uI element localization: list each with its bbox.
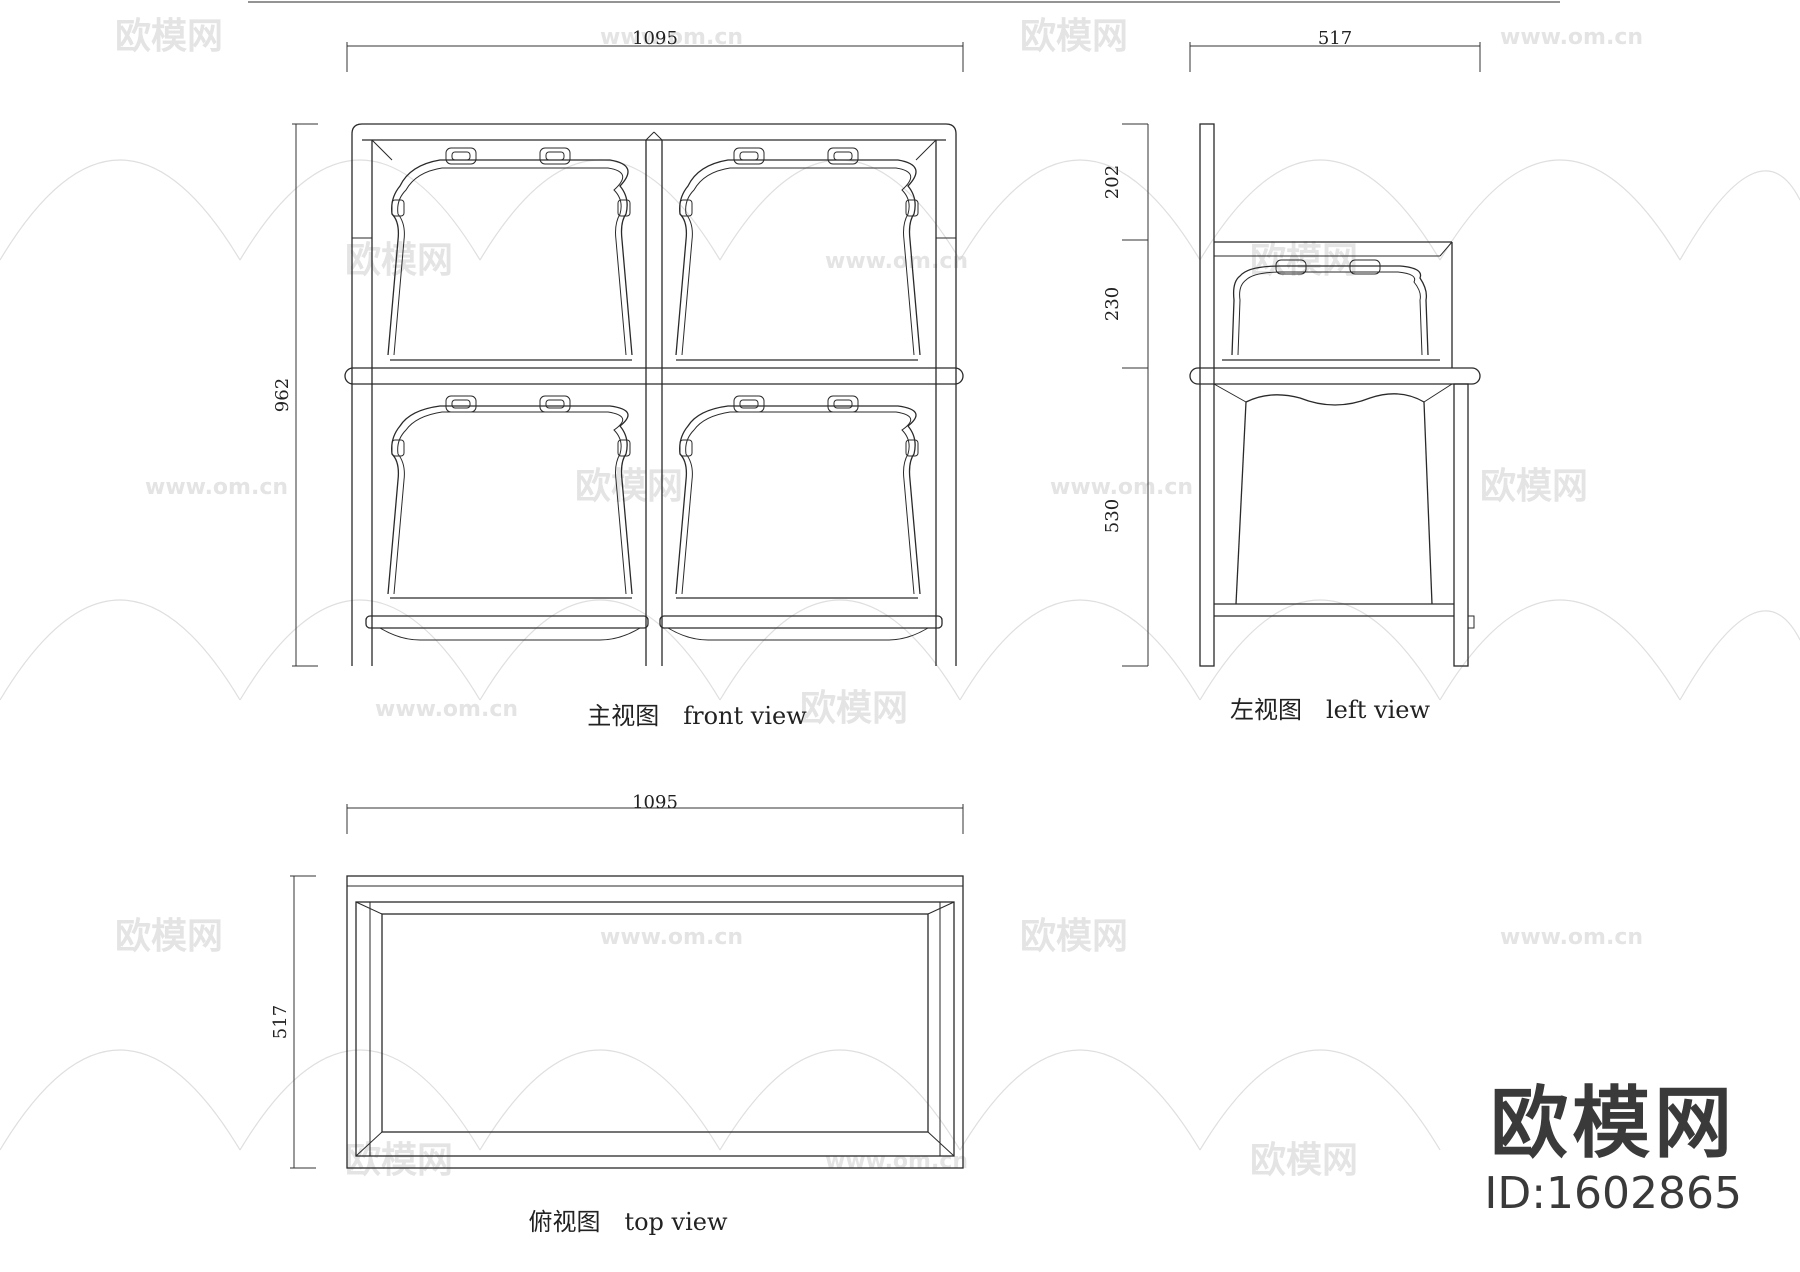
- side-segment-middle-label: 230: [1102, 287, 1123, 321]
- front-outer-frame: [351, 123, 957, 666]
- top-width-dimension: 1095: [346, 792, 964, 834]
- top-depth-label: 517: [270, 1005, 291, 1039]
- front-lower-shelf-left: [365, 615, 649, 629]
- brand-name: 欧模网: [1490, 1079, 1737, 1169]
- front-lower-shelf-right: [659, 615, 943, 629]
- left-view: 517 202 230 530: [1102, 28, 1481, 724]
- watermark-url: www.om.cn: [825, 1149, 968, 1174]
- watermark-brand: 欧模网: [345, 1140, 453, 1181]
- front-width-label: 1095: [632, 28, 678, 49]
- side-apron: [1245, 393, 1425, 406]
- watermark-brand: 欧模网: [1480, 466, 1588, 507]
- front-view: 1095 962: [272, 28, 964, 730]
- top-view: 1095 517 俯视图 top view: [270, 792, 964, 1236]
- side-segment-bottom-label: 530: [1102, 499, 1123, 533]
- front-height-dimension: 962: [272, 123, 318, 667]
- side-back-post: [1199, 123, 1215, 667]
- front-view-label: 主视图 front view: [587, 702, 807, 730]
- watermark-url: www.om.cn: [1500, 925, 1643, 950]
- front-lower-ruyi-motifs: [391, 395, 919, 457]
- side-depth-dimension: 517: [1189, 28, 1481, 72]
- watermark-brand: 欧模网: [800, 688, 908, 729]
- watermark-url: www.om.cn: [1050, 475, 1193, 500]
- side-height-dimension: 202 230 530: [1102, 123, 1149, 667]
- side-segment-top-label: 202: [1102, 165, 1123, 199]
- watermark-url: www.om.cn: [825, 249, 968, 274]
- top-view-label: 俯视图 top view: [528, 1208, 728, 1236]
- side-upper-arch: [1231, 265, 1429, 356]
- top-width-label: 1095: [632, 792, 678, 813]
- watermark-brand: 欧模网: [115, 16, 223, 57]
- top-outer-frame: [346, 875, 964, 1169]
- model-id: ID:1602865: [1484, 1168, 1742, 1219]
- front-width-dimension: 1095: [346, 28, 964, 72]
- watermark-url: www.om.cn: [145, 475, 288, 500]
- top-inner-frame: [355, 901, 955, 1157]
- watermark-url: www.om.cn: [1500, 25, 1643, 50]
- watermark-brand: 欧模网: [1020, 916, 1128, 957]
- watermark-brand: 欧模网: [575, 466, 683, 507]
- top-depth-dimension: 517: [270, 875, 316, 1169]
- watermark-brand: 欧模网: [1020, 16, 1128, 57]
- watermark-url: www.om.cn: [375, 697, 518, 722]
- watermark-brand: 欧模网: [345, 240, 453, 281]
- front-upper-ruyi-motifs: [391, 147, 919, 217]
- watermark-badge: 欧模网 ID:1602865: [1484, 1085, 1742, 1220]
- front-height-label: 962: [272, 378, 293, 412]
- side-depth-label: 517: [1318, 28, 1352, 49]
- left-view-label: 左视图 left view: [1230, 696, 1430, 724]
- watermark-brand: 欧模网: [1250, 1140, 1358, 1181]
- side-middle-shelf: [1189, 367, 1481, 385]
- watermark-url: www.om.cn: [600, 925, 743, 950]
- top-panel: [381, 913, 929, 1133]
- front-middle-shelf: [344, 367, 964, 385]
- watermark-brand: 欧模网: [115, 916, 223, 957]
- front-lower-right-arch: [675, 405, 921, 595]
- side-front-leg: [1453, 383, 1469, 667]
